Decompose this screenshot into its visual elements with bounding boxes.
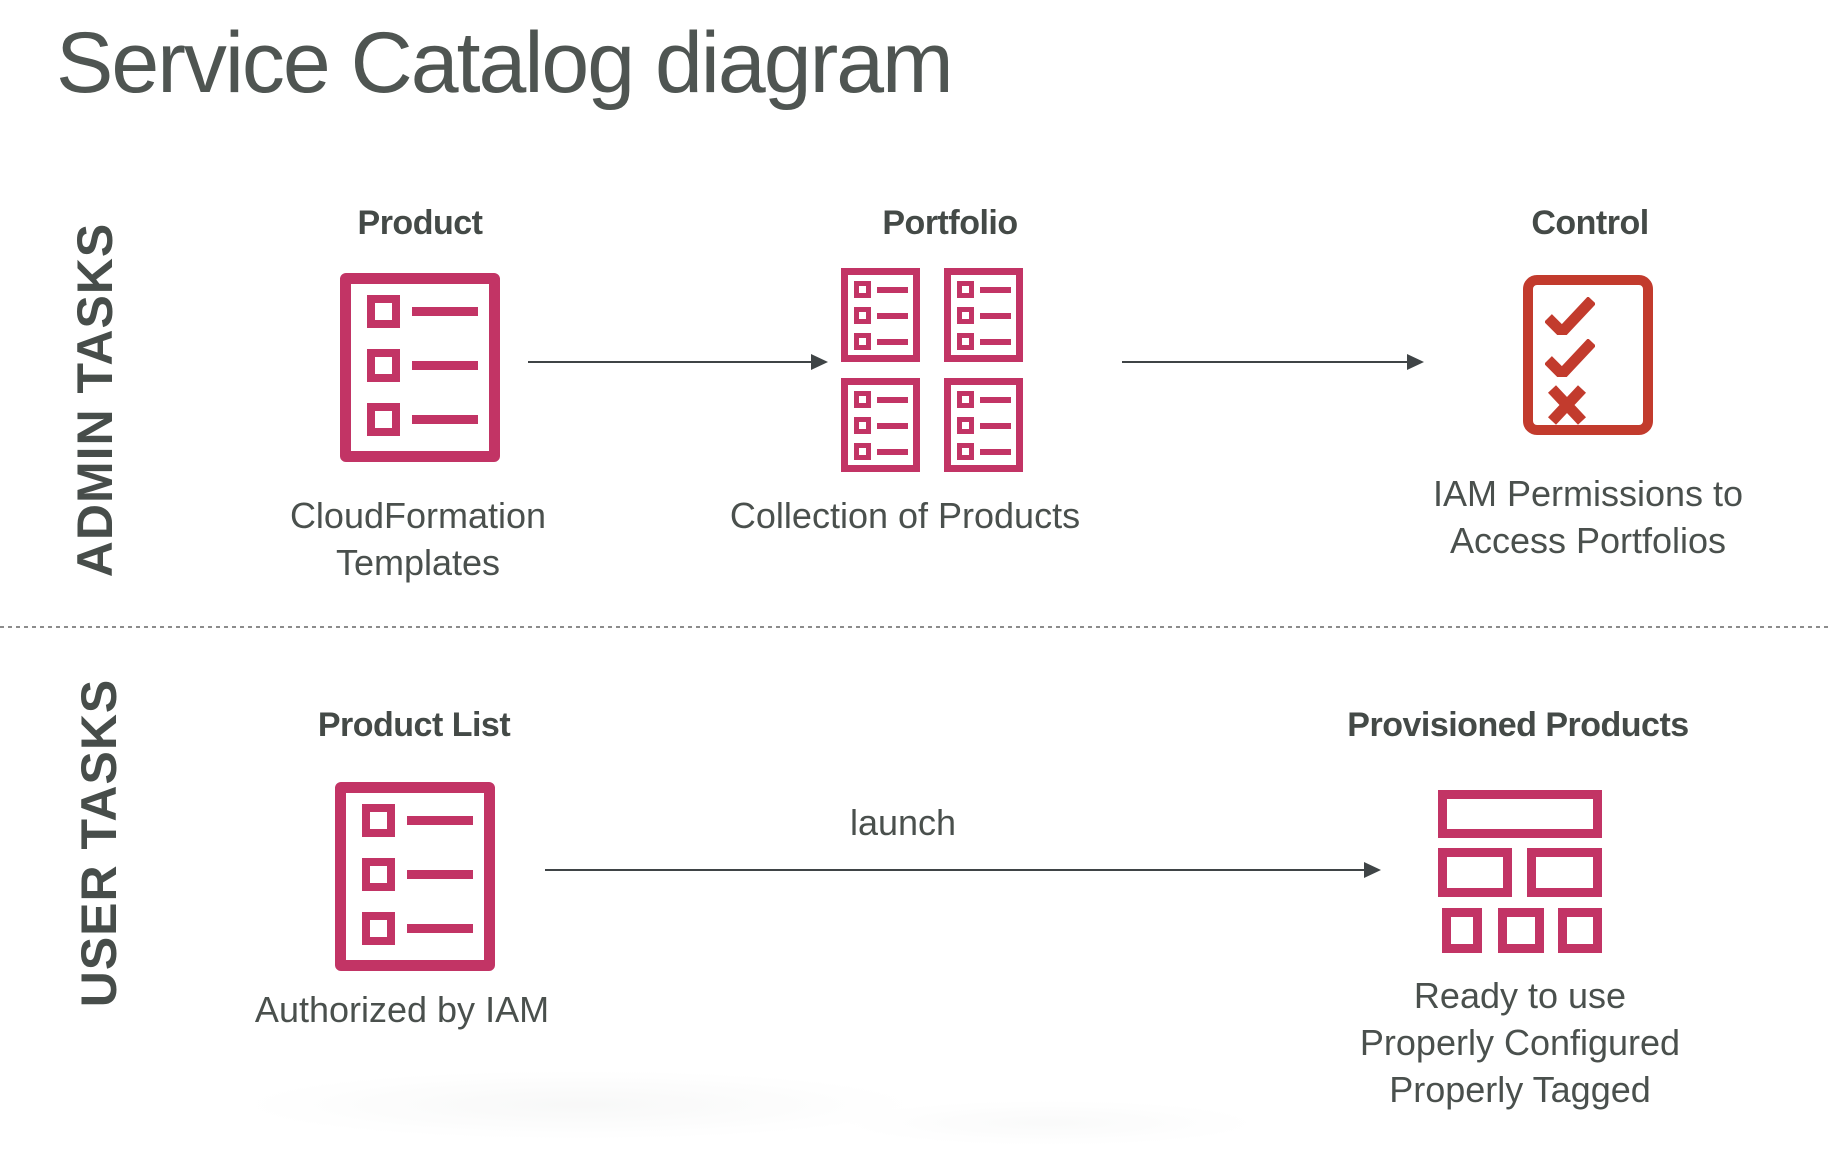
brick-icon	[1558, 908, 1602, 953]
page-title: Service Catalog diagram	[56, 15, 954, 111]
portfolio-grid-icon	[841, 268, 1023, 472]
mini-product-icon	[841, 378, 920, 472]
arrow-portfolio-to-control-icon	[1122, 354, 1424, 370]
list-bullet-icon	[367, 349, 400, 382]
mini-product-icon	[841, 268, 920, 362]
portfolio-header: Portfolio	[882, 204, 1018, 242]
product-list-icon	[340, 273, 500, 462]
list-line-icon	[412, 415, 478, 424]
control-header: Control	[1531, 204, 1649, 242]
list-bullet-icon	[362, 804, 395, 837]
product-caption-line2: Templates	[335, 542, 501, 583]
provisioned-caption-line2: Properly Configured	[1359, 1022, 1681, 1063]
admin-tasks-lane-label: ADMIN TASKS	[67, 222, 123, 578]
product-list-caption: Authorized by IAM	[254, 989, 550, 1030]
product-list-header: Product List	[317, 706, 511, 744]
provisioned-products-header: Provisioned Products	[1347, 706, 1689, 744]
list-bullet-icon	[367, 295, 400, 328]
control-caption: IAM Permissions to Access Portfolios	[1433, 470, 1743, 564]
provisioned-caption-line1: Ready to use	[1413, 975, 1627, 1016]
product-caption-line1: CloudFormation	[289, 495, 547, 536]
list-bullet-icon	[362, 912, 395, 945]
product-header: Product	[357, 204, 483, 242]
mini-product-icon	[944, 268, 1023, 362]
checklist-control-icon	[1523, 275, 1653, 435]
list-bullet-icon	[362, 858, 395, 891]
list-line-icon	[412, 361, 478, 370]
product-caption: CloudFormation Templates	[290, 492, 546, 586]
arrow-product-to-portfolio-icon	[528, 354, 828, 370]
faint-smudge	[840, 1100, 1260, 1146]
provisioned-products-icon	[1438, 790, 1602, 953]
control-caption-line1: IAM Permissions to	[1432, 473, 1744, 514]
brick-icon	[1438, 790, 1602, 838]
list-line-icon	[407, 816, 473, 825]
list-bullet-icon	[367, 403, 400, 436]
lane-divider	[0, 626, 1832, 628]
user-tasks-lane-label: USER TASKS	[71, 678, 127, 1008]
provisioned-caption: Ready to use Properly Configured Properl…	[1360, 972, 1680, 1113]
list-line-icon	[407, 870, 473, 879]
checkmark-icon	[1545, 339, 1595, 377]
product-list-icon	[335, 782, 495, 971]
list-line-icon	[412, 307, 478, 316]
faint-smudge	[240, 1070, 920, 1140]
brick-icon	[1438, 848, 1512, 897]
brick-icon	[1498, 908, 1544, 953]
portfolio-caption: Collection of Products	[729, 495, 1081, 536]
checkmark-icon	[1545, 297, 1595, 335]
control-caption-line2: Access Portfolios	[1449, 520, 1727, 561]
provisioned-caption-line3: Properly Tagged	[1389, 1069, 1651, 1110]
brick-icon	[1527, 848, 1602, 897]
x-mark-icon	[1548, 385, 1586, 425]
arrow-launch-icon	[545, 862, 1381, 878]
list-line-icon	[407, 924, 473, 933]
launch-label: launch	[849, 802, 957, 843]
mini-product-icon	[944, 378, 1023, 472]
brick-icon	[1442, 908, 1482, 953]
